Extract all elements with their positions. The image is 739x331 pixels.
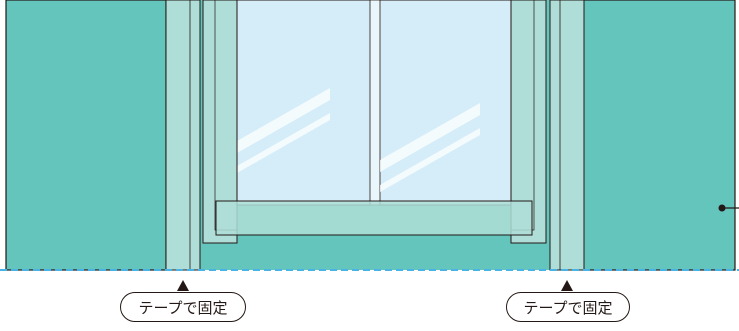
tape-arrow-right <box>561 280 573 291</box>
left-curtain-panel <box>5 0 167 271</box>
reflection-right-2 <box>380 128 480 192</box>
glass-pane-right <box>377 0 515 206</box>
tape-label-left: テープで固定 <box>120 292 246 322</box>
fixing-strip-left <box>165 0 201 271</box>
window-sill <box>215 200 533 236</box>
tape-arrow-left <box>177 280 189 291</box>
right-curtain-panel <box>582 0 736 271</box>
tape-label-right: テープで固定 <box>506 292 630 322</box>
reflection-left-2 <box>230 113 330 177</box>
fixing-strip-right <box>549 0 585 271</box>
window-mullion <box>369 0 381 206</box>
glass-pane-left <box>235 0 373 206</box>
reflection-left-1 <box>230 88 330 157</box>
reflection-right-1 <box>380 103 480 172</box>
